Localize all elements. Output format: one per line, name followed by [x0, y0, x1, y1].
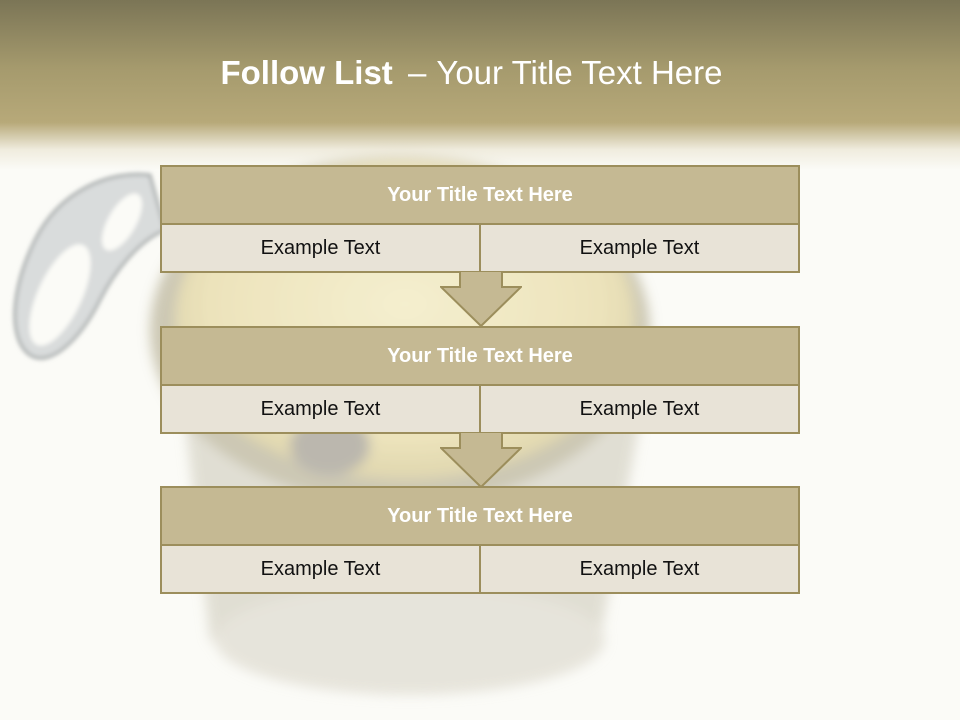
step-cell-left: Example Text — [162, 386, 479, 432]
slide-title-rest: Your Title Text Here — [436, 54, 723, 91]
down-arrow-icon — [440, 271, 522, 327]
step-block-2: Your Title Text Here Example Text Exampl… — [160, 326, 800, 434]
header-band — [0, 0, 960, 170]
down-arrow-icon — [440, 432, 522, 488]
slide-title: Follow List –Your Title Text Here — [0, 54, 943, 92]
step-cell-left: Example Text — [162, 546, 479, 592]
slide-title-dash: – — [407, 54, 427, 91]
step-cell-right: Example Text — [479, 386, 798, 432]
step-title: Your Title Text Here — [162, 167, 798, 225]
step-cell-right: Example Text — [479, 225, 798, 271]
step-row: Example Text Example Text — [162, 386, 798, 432]
step-row: Example Text Example Text — [162, 546, 798, 592]
step-row: Example Text Example Text — [162, 225, 798, 271]
step-block-1: Your Title Text Here Example Text Exampl… — [160, 165, 800, 273]
step-title: Your Title Text Here — [162, 488, 798, 546]
step-cell-left: Example Text — [162, 225, 479, 271]
step-block-3: Your Title Text Here Example Text Exampl… — [160, 486, 800, 594]
step-title: Your Title Text Here — [162, 328, 798, 386]
slide-title-bold: Follow List — [220, 54, 393, 91]
step-cell-right: Example Text — [479, 546, 798, 592]
